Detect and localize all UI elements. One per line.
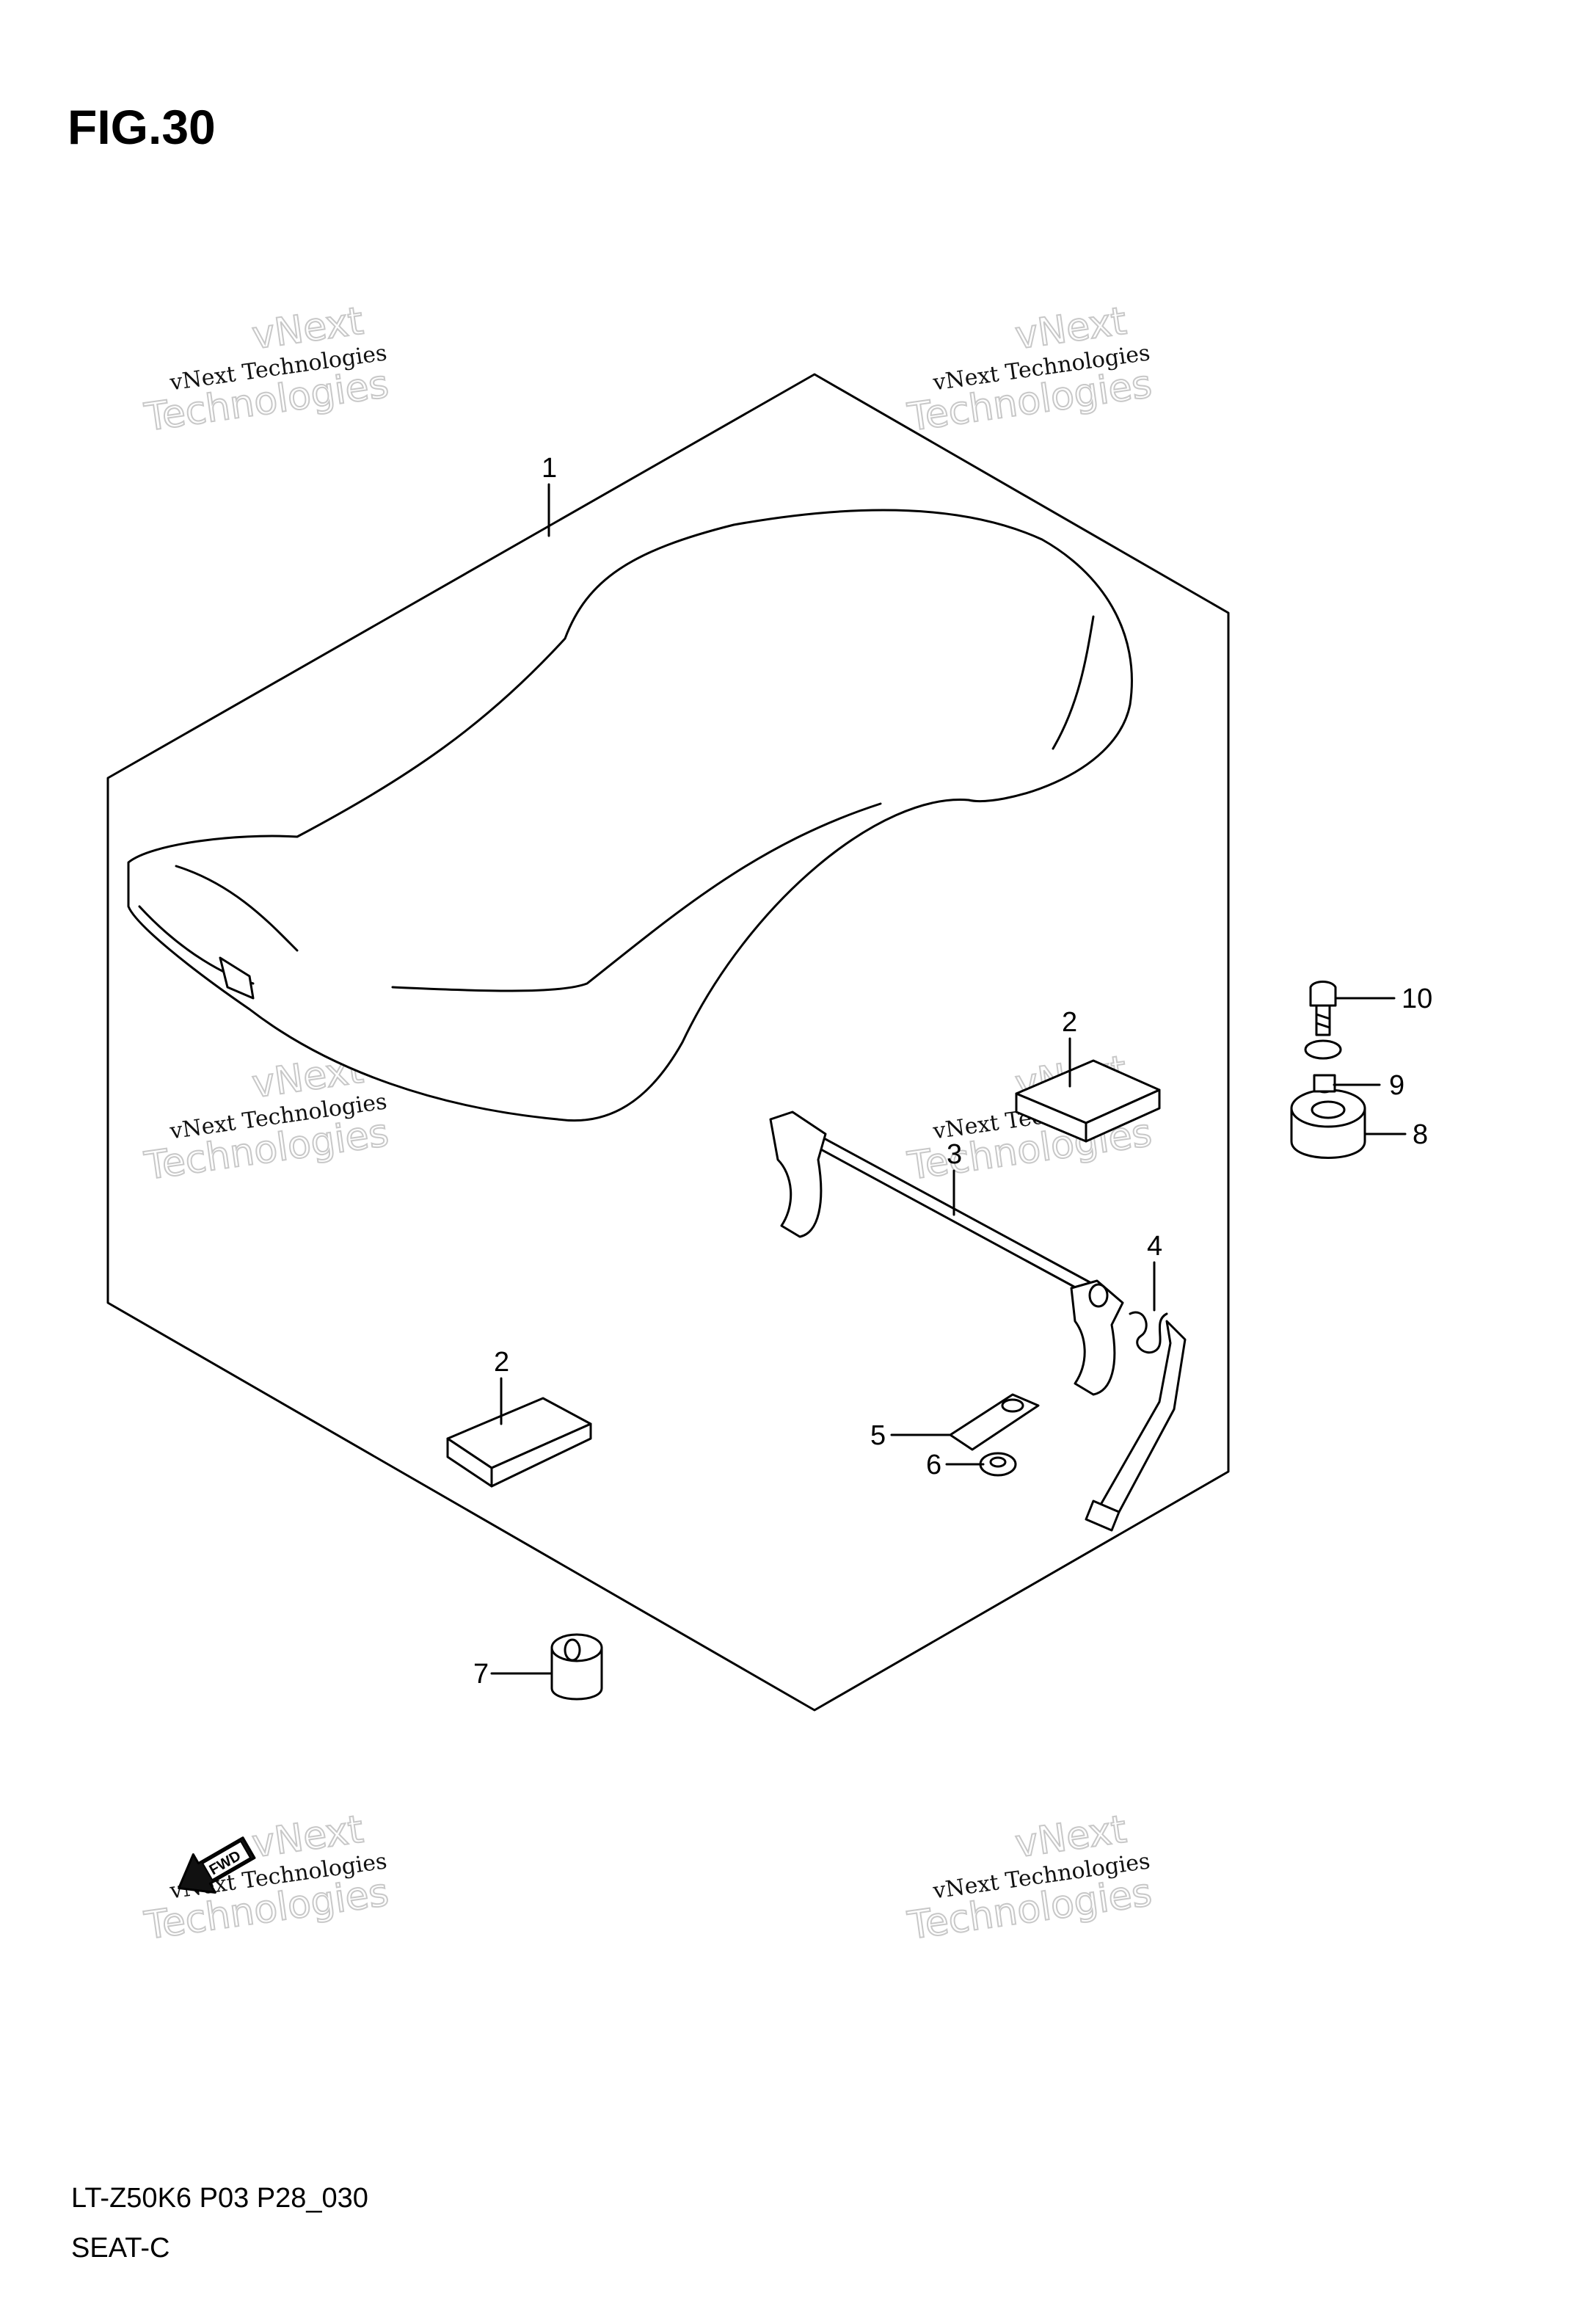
seat-part [127,509,1133,1122]
callout-10: 10 [1402,984,1432,1014]
callout-1: 1 [542,453,557,484]
section-name: SEAT-C [71,2233,170,2264]
nut-part [979,1452,1017,1477]
washer-part [1304,1039,1342,1094]
callout-5: 5 [870,1420,886,1451]
callout-2-lower: 2 [494,1347,509,1378]
callout-6: 6 [926,1450,941,1480]
plate-part [949,1393,1040,1451]
callout-8: 8 [1413,1119,1428,1150]
pad-part-upper [1015,1059,1161,1143]
cushion-part [550,1633,603,1701]
spring-lever [1085,1311,1187,1532]
seat-lock-rod [769,1110,1124,1396]
pad-part-lower [446,1397,592,1488]
bushing-part [1290,1088,1366,1159]
forward-arrow-icon: FWD [178,1836,256,1894]
watermark-top-left: vNext vNext Technologies Technologies [141,299,392,441]
callout-7: 7 [473,1659,489,1690]
callout-3: 3 [947,1139,962,1170]
watermark-bottom-left: vNext vNext Technologies Technologies [141,1807,392,1949]
callout-4: 4 [1147,1231,1162,1262]
watermark-top-right: vNext vNext Technologies Technologies [904,299,1155,441]
watermark-bottom-right: vNext vNext Technologies Technologies [904,1807,1155,1949]
leader-lines [490,483,1407,1675]
model-code: LT-Z50K6 P03 P28_030 [71,2183,368,2214]
watermark-middle-left: vNext vNext Technologies Technologies [141,1047,392,1190]
assembly-outline [106,373,1230,1712]
bolt-part [1309,981,1337,1036]
callout-9: 9 [1389,1070,1404,1101]
callout-2-upper: 2 [1062,1007,1077,1038]
figure-title: FIG.30 [68,100,216,154]
